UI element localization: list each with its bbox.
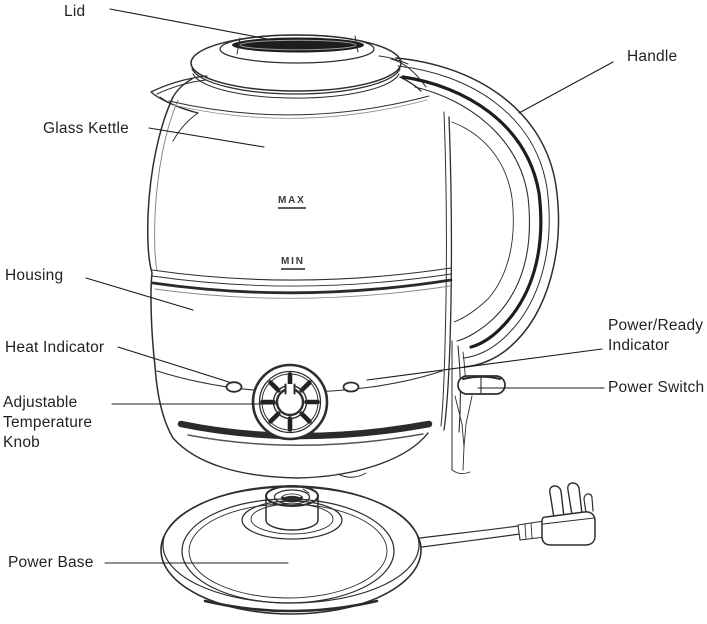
label-power-switch: Power Switch <box>608 379 705 396</box>
lid-drawing <box>190 34 402 99</box>
power-base-drawing <box>160 485 422 615</box>
leader-glass-kettle <box>148 127 265 148</box>
power-cord-drawing <box>419 520 546 548</box>
label-power-base: Power Base <box>8 554 94 571</box>
power-ready-indicator-drawing <box>342 381 360 393</box>
label-power-ready-indicator: Power/Ready Indicator <box>608 317 704 354</box>
handle-drawing <box>378 55 560 475</box>
power-switch-drawing <box>457 375 506 395</box>
label-lid: Lid <box>64 3 86 20</box>
kettle-body-drawing <box>147 76 453 479</box>
min-level-marking: MIN <box>281 256 305 270</box>
plug-drawing <box>541 482 596 546</box>
label-adjustable-temperature-knob: Adjustable Temperature Knob <box>3 394 93 451</box>
heat-indicator-drawing <box>225 381 243 393</box>
spout-drawing <box>150 75 208 142</box>
leader-heat-indicator <box>117 346 230 383</box>
temperature-knob-drawing <box>251 363 329 441</box>
leader-power-ready-indicator <box>366 348 603 381</box>
leader-housing <box>85 277 194 311</box>
leader-lid <box>109 8 274 41</box>
label-handle: Handle <box>627 48 678 65</box>
leader-lines <box>85 8 614 564</box>
label-housing: Housing <box>5 267 64 284</box>
leader-handle <box>518 61 614 114</box>
max-level-marking: MAX <box>278 195 306 209</box>
label-glass-kettle: Glass Kettle <box>43 120 129 137</box>
label-heat-indicator: Heat Indicator <box>5 339 105 356</box>
